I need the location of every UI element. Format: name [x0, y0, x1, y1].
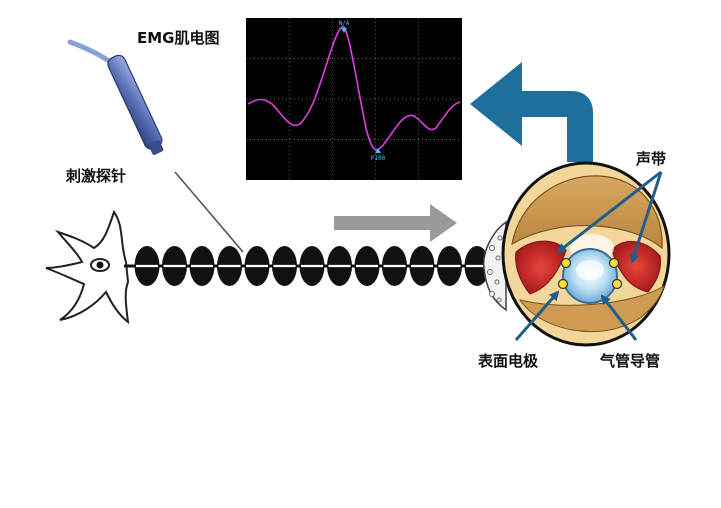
surface-electrode-dot	[560, 257, 572, 269]
vocal-cords-label: 声带	[635, 150, 666, 168]
emg-grid	[246, 18, 462, 180]
emg-title: EMG肌电图	[137, 29, 220, 47]
trough-marker-label: P100	[371, 155, 386, 162]
neuron-icon	[45, 209, 507, 325]
surface-electrode-label: 表面电极	[478, 352, 539, 370]
emg-trace	[247, 25, 461, 151]
surface-electrode-dot	[557, 278, 569, 290]
myelin-sheath	[134, 246, 490, 286]
peak-marker-label: N/A	[339, 20, 350, 27]
pointer-lines	[514, 170, 663, 341]
emg-monitor: N/A P100	[246, 18, 462, 180]
tracheal-tube-label: 气管导管	[599, 352, 660, 370]
stimulating-probe-icon	[67, 39, 244, 253]
vocal-cord-left	[515, 240, 567, 295]
surface-electrode-dot	[611, 278, 623, 290]
trough-marker-icon	[375, 148, 381, 153]
return-arrow-icon	[470, 62, 593, 162]
probe-label: 刺激探针	[66, 167, 126, 185]
peak-marker-icon	[341, 28, 347, 33]
larynx-icon	[501, 161, 671, 347]
vocal-cord-right	[611, 241, 661, 293]
neuron-cell-body	[45, 209, 130, 325]
signal-arrow-icon	[334, 204, 457, 242]
surface-electrode-dot	[608, 257, 620, 269]
axon-terminal	[483, 220, 507, 312]
